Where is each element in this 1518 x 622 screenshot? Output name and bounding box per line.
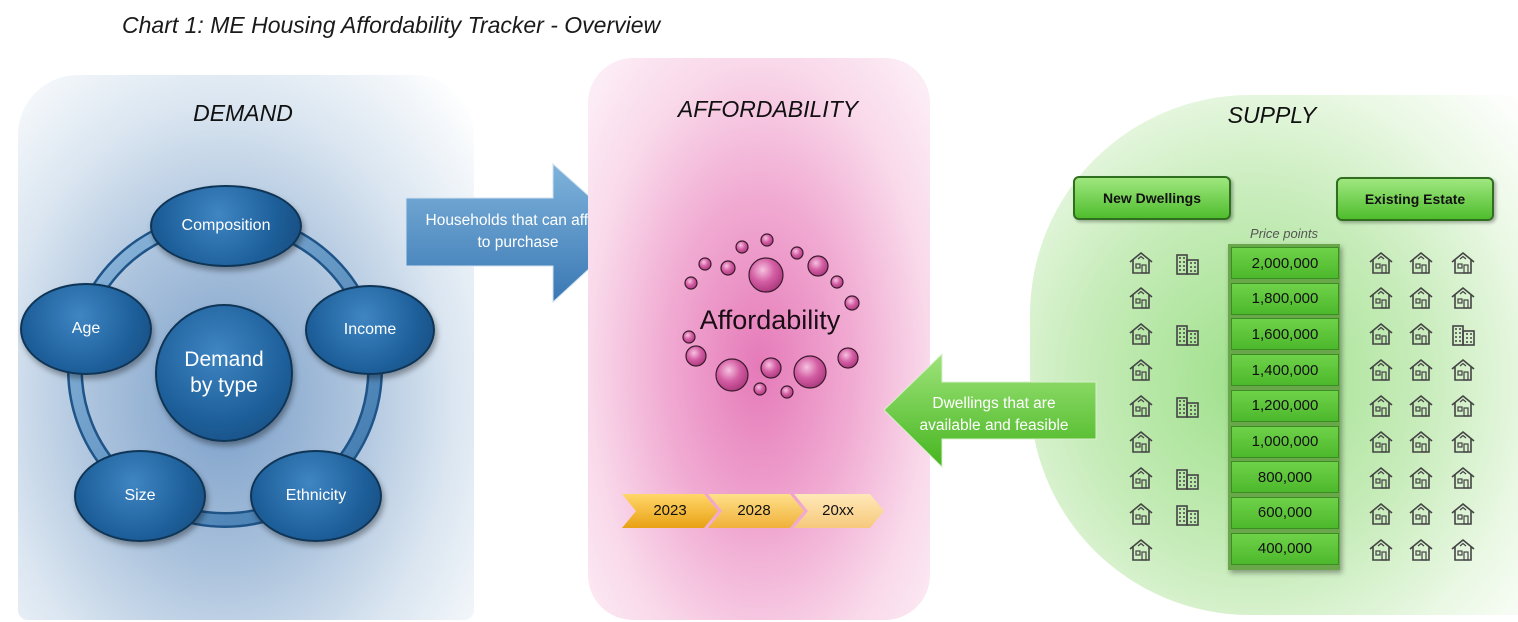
affordability-title: AFFORDABILITY [677, 96, 859, 122]
price-points-label: Price points [1250, 226, 1318, 241]
house-icon [1451, 539, 1475, 561]
apartment-icon [1452, 325, 1475, 346]
house-icon [1451, 503, 1475, 525]
house-icon [1451, 395, 1475, 417]
apartment-icon [1176, 469, 1199, 490]
timeline-20xx: 20xx [822, 502, 854, 519]
house-icon [1369, 431, 1393, 453]
existing-estate-header: Existing Estate [1336, 177, 1494, 221]
price-point-box: 1,600,000 [1231, 318, 1339, 351]
price-point-box: 2,000,000 [1231, 247, 1339, 279]
house-icon [1129, 395, 1153, 417]
house-icon [1451, 359, 1475, 381]
price-point-box: 800,000 [1231, 461, 1339, 494]
house-icon [1129, 287, 1153, 309]
timeline-chevron-1 [622, 494, 718, 528]
apartment-icon [1176, 254, 1199, 275]
page-title: Chart 1: ME Housing Affordability Tracke… [122, 12, 661, 38]
house-icon [1409, 503, 1433, 525]
affordability-label: Affordability [699, 305, 841, 335]
house-icon [1409, 323, 1433, 345]
house-icon [1369, 359, 1393, 381]
node-size: Size [74, 450, 206, 542]
node-age: Age [20, 283, 152, 375]
dwellings-label: Dwellings that are available and feasibl… [919, 395, 1069, 434]
house-icon [1409, 395, 1433, 417]
timeline-chevron-3 [794, 494, 884, 528]
house-icon [1409, 539, 1433, 561]
timeline-2023: 2023 [653, 502, 687, 519]
households-label: Households that can afford to purchase [425, 212, 611, 251]
dwellings-arrow [883, 352, 1097, 469]
price-point-box: 400,000 [1231, 532, 1339, 565]
apartment-icon [1176, 397, 1199, 418]
price-point-box: 1,400,000 [1231, 354, 1339, 387]
node-composition: Composition [150, 185, 302, 267]
price-point-box: 600,000 [1231, 496, 1339, 529]
house-icon [1369, 395, 1393, 417]
house-icon [1409, 252, 1433, 274]
timeline-2028: 2028 [737, 502, 771, 519]
house-icon [1451, 431, 1475, 453]
house-icon [1129, 503, 1153, 525]
house-icon [1369, 503, 1393, 525]
node-income: Income [305, 285, 435, 375]
house-icon [1369, 287, 1393, 309]
apartment-icon [1176, 505, 1199, 526]
demand-center: Demand by type [155, 304, 293, 442]
house-icon [1129, 467, 1153, 489]
price-point-box: 1,000,000 [1231, 425, 1339, 458]
house-icon [1129, 431, 1153, 453]
house-icon [1369, 323, 1393, 345]
house-icon [1409, 287, 1433, 309]
price-point-box: 1,200,000 [1231, 389, 1339, 422]
house-icon [1451, 252, 1475, 274]
house-icon [1369, 467, 1393, 489]
price-point-box: 1,800,000 [1231, 282, 1339, 315]
house-icon [1451, 467, 1475, 489]
house-icon [1129, 323, 1153, 345]
house-icon [1129, 252, 1153, 274]
house-icon [1409, 431, 1433, 453]
supply-title: SUPPLY [1227, 102, 1317, 128]
timeline-chevron-2 [708, 494, 804, 528]
house-icon [1369, 539, 1393, 561]
house-icon [1369, 252, 1393, 274]
demand-title: DEMAND [193, 100, 293, 126]
house-icon [1129, 539, 1153, 561]
house-icon [1451, 287, 1475, 309]
house-icon [1409, 359, 1433, 381]
new-dwellings-header: New Dwellings [1073, 176, 1231, 220]
apartment-icon [1176, 325, 1199, 346]
house-icon [1129, 359, 1153, 381]
node-ethnicity: Ethnicity [250, 450, 382, 542]
house-icon [1409, 467, 1433, 489]
